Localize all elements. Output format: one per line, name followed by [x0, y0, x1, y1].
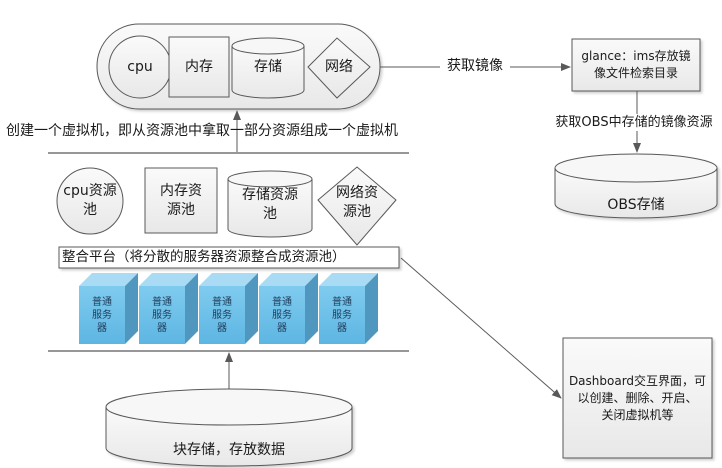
server-label: 普通服务器	[259, 286, 305, 344]
platform-label: 整合平台（将分散的服务器资源整合成资源池）	[62, 249, 346, 265]
vm-memory-label: 内存	[185, 59, 213, 75]
server-label-line: 器	[97, 322, 107, 334]
platform-box[interactable]	[58, 246, 400, 269]
dashboard-arrow	[400, 257, 562, 399]
server-label-line: 服务	[212, 309, 232, 321]
server-label: 普通服务器	[319, 286, 365, 344]
server-side-face	[185, 273, 198, 344]
cpu-pool-line-2: 池	[83, 202, 97, 218]
server-top-face	[79, 273, 138, 286]
network-pool-text: 网络资 源池	[322, 178, 392, 228]
cpu-pool-text: cpu资源 池	[57, 168, 123, 234]
memory-pool-line-2: 源池	[167, 201, 195, 218]
server-front-face	[319, 286, 365, 344]
server-label-line: 服务	[332, 309, 352, 321]
cpu-pool-circle[interactable]	[56, 167, 124, 235]
server-label-line: 普通	[152, 296, 172, 308]
get-obs-image-label: 获取OBS中存储的镜像资源	[548, 114, 720, 131]
memory-pool-line-1: 内存资	[160, 182, 202, 199]
vm-memory-box[interactable]	[168, 36, 230, 98]
server-side-face	[305, 273, 318, 344]
server-side-face	[125, 273, 138, 344]
vm-cpu-label: cpu	[127, 59, 153, 75]
server-side-face	[365, 273, 378, 344]
server-label-line: 普通	[92, 296, 112, 308]
glance-line-1: glance：ims存放镜	[581, 49, 691, 63]
server-label-line: 器	[217, 322, 227, 334]
servers-group	[79, 273, 378, 344]
server-label-line: 服务	[92, 309, 112, 321]
glance-box-text: glance：ims存放镜 像文件检索目录	[572, 39, 700, 91]
memory-pool-text: 内存资 源池	[145, 168, 217, 233]
server-label-line: 普通	[272, 296, 292, 308]
server-top-face	[199, 273, 258, 286]
dashboard-line-1: Dashboard交互界面，可	[568, 373, 707, 388]
memory-pool-box[interactable]	[144, 167, 218, 234]
server-front-face	[79, 286, 125, 344]
storage-pool-line-2: 池	[263, 206, 277, 222]
server-label-line: 普通	[332, 296, 352, 308]
network-pool-line-1: 网络资	[336, 185, 378, 201]
obs-storage-cylinder[interactable]	[554, 153, 718, 219]
server-cube[interactable]	[319, 273, 378, 344]
storage-pool-line-1: 存储资源	[242, 187, 298, 203]
server-label-line: 器	[337, 322, 347, 334]
dashboard-line-2: 以创建、删除、开启、	[577, 390, 698, 405]
vm-network-label: 网络	[325, 59, 353, 75]
block-storage-label: 块存储，存放数据	[173, 442, 285, 458]
network-pool-diamond[interactable]	[317, 166, 397, 246]
network-pool-line-2: 源池	[343, 204, 371, 220]
storage-pool-text: 存储资源 池	[228, 180, 312, 230]
server-label: 普通服务器	[139, 286, 185, 344]
cpu-pool-line-1: cpu资源	[63, 183, 117, 199]
server-cube[interactable]	[79, 273, 138, 344]
server-cube[interactable]	[139, 273, 198, 344]
dashboard-line-3: 关闭虚拟机等	[601, 407, 674, 422]
virtual-machine-group	[96, 23, 381, 110]
vm-storage-label: 存储	[254, 59, 282, 75]
server-side-face	[245, 273, 258, 344]
server-label-line: 普通	[212, 296, 232, 308]
dashboard-box[interactable]	[562, 337, 713, 459]
server-top-face	[259, 273, 318, 286]
server-top-face	[139, 273, 198, 286]
server-label: 普通服务器	[79, 286, 125, 344]
get-image-label: 获取镜像	[440, 57, 510, 75]
vm-storage-cylinder[interactable]	[231, 37, 305, 99]
storage-pool-cylinder[interactable]	[227, 170, 313, 238]
block-storage-cylinder[interactable]	[105, 388, 353, 467]
obs-storage-label: OBS存储	[607, 197, 665, 213]
server-label-line: 服务	[152, 309, 172, 321]
server-label: 普通服务器	[199, 286, 245, 344]
server-top-face	[319, 273, 378, 286]
server-front-face	[259, 286, 305, 344]
server-label-line: 服务	[272, 309, 292, 321]
server-cube[interactable]	[199, 273, 258, 344]
create-vm-label: 创建一个虚拟机，即从资源池中拿取一部分资源组成一个虚拟机	[6, 123, 398, 139]
vm-network-diamond[interactable]	[307, 37, 371, 99]
server-front-face	[199, 286, 245, 344]
server-label-line: 器	[157, 322, 167, 334]
server-label-line: 器	[277, 322, 287, 334]
glance-box[interactable]	[571, 38, 701, 92]
server-cube[interactable]	[259, 273, 318, 344]
glance-line-2: 像文件检索目录	[593, 66, 678, 80]
dashboard-box-text: Dashboard交互界面，可 以创建、删除、开启、 关闭虚拟机等	[563, 338, 712, 458]
server-front-face	[139, 286, 185, 344]
